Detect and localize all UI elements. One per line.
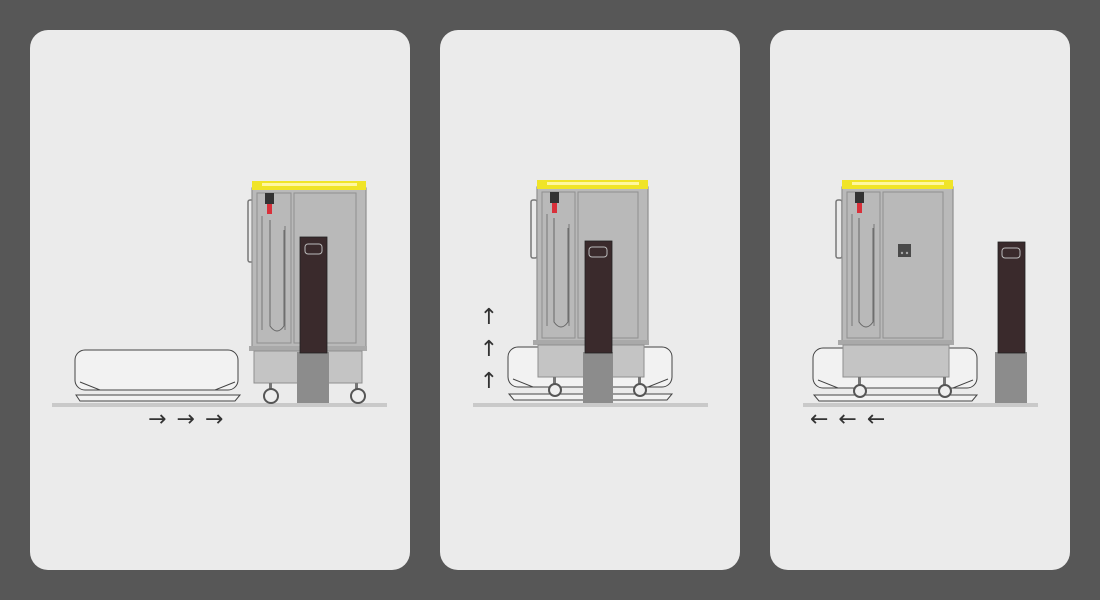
step-3-panel: ←←←: [770, 30, 1070, 570]
trolley-cabinet: [835, 180, 954, 398]
arrows-left: ←←←: [810, 407, 896, 432]
docking-pillar: [995, 241, 1027, 403]
docking-pillar: [583, 240, 613, 403]
docking-pillar: [297, 236, 329, 403]
amr-robot: [74, 349, 242, 402]
step-3-illustration: [803, 180, 1038, 407]
arrow-up-2: ↑: [479, 337, 499, 362]
arrow-up-3: ↑: [479, 369, 499, 394]
floor-line: [52, 403, 387, 407]
step-2-panel: ↑ ↑ ↑: [440, 30, 740, 570]
step-1-panel: →→→: [30, 30, 410, 570]
arrow-up-1: ↑: [479, 305, 499, 330]
arrows-up: ↑ ↑ ↑: [477, 302, 501, 398]
floor-line: [473, 403, 708, 407]
arrows-right: →→→: [148, 407, 234, 432]
step-1-illustration: [52, 181, 387, 407]
step-2-illustration: [473, 180, 708, 407]
floor-line: [803, 403, 1038, 407]
docking-socket: [898, 244, 911, 257]
